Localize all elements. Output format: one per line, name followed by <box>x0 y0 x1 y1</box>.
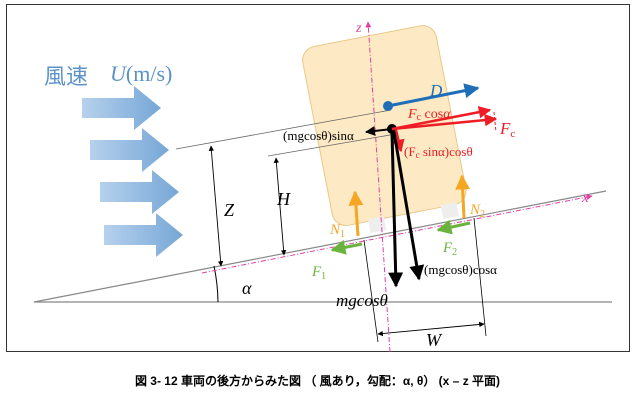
mg-cos-alpha-arrow <box>392 131 425 281</box>
wind-speed-kanji: 風速 <box>44 64 88 89</box>
z-axis-label: z <box>355 21 362 36</box>
h-height-ref-line <box>267 133 397 157</box>
slope-line <box>33 190 607 303</box>
vehicle-body <box>302 25 467 226</box>
figure-caption: 図 3- 12 車両の後方からみた図 （ 風あり，勾配：α, θ） (x – z… <box>134 374 501 388</box>
friction-force-f2-arrow <box>436 219 471 235</box>
friction-force-f1-arrow <box>330 239 363 255</box>
fc-sin-alpha-cos-theta-label: (Fc sinα)cosθ <box>404 144 473 160</box>
x-axis-label: x <box>581 190 589 206</box>
wind-arrows <box>82 86 183 257</box>
normal-force-n2-arrow <box>455 174 471 219</box>
w-dimension <box>377 321 485 337</box>
friction-force-f1-label: F1 <box>311 264 326 282</box>
mg-cos-theta-arrow <box>388 131 404 288</box>
w-ext-left <box>363 239 379 343</box>
tire-right <box>440 202 459 220</box>
z-dimension-label: Z <box>224 200 235 220</box>
fc-main-arrow <box>391 113 498 131</box>
mg-cos-alpha-label: (mgcosθ)cosα <box>424 262 497 277</box>
normal-force-n2-label: N2 <box>469 202 485 220</box>
vehicle-force-diagram: 風速 U(m/s) z x Z H W α D Fc cosα Fc ( <box>6 4 630 352</box>
normal-force-n1-arrow <box>348 190 364 237</box>
x-axis <box>201 194 593 274</box>
fc-sin-arrow <box>392 129 405 153</box>
fc-cos-alpha-label: Fc cosα <box>407 107 451 123</box>
vehicle <box>302 25 467 234</box>
drag-force-label: D <box>429 81 443 100</box>
h-dimension <box>273 157 287 256</box>
z-height-ref-line <box>175 109 392 150</box>
w-ext-right <box>473 217 487 337</box>
wind-arrow-1 <box>82 86 161 130</box>
alpha-label: α <box>242 278 252 298</box>
friction-force-f2-label: F2 <box>442 240 457 258</box>
wind-speed-symbol: U(m/s) <box>110 61 172 86</box>
w-dimension-label: W <box>426 330 443 350</box>
wind-arrow-4 <box>104 213 183 257</box>
wind-arrow-2 <box>90 128 169 172</box>
fc-cos-arrow <box>391 106 492 131</box>
h-dimension-label: H <box>276 189 291 209</box>
fc-main-label: Fc <box>499 119 515 140</box>
mg-sin-alpha-label: (mgcosθ)sinα <box>283 128 354 143</box>
z-dimension <box>208 145 224 267</box>
drag-force-arrow <box>387 83 480 108</box>
tire-left <box>367 216 387 234</box>
normal-force-n1-label: N1 <box>329 222 345 240</box>
mg-sin-alpha-arrow <box>365 126 393 136</box>
wind-arrow-3 <box>100 170 179 214</box>
mg-cos-theta-label: mgcosθ <box>336 291 388 310</box>
fc-dashed-vertical <box>493 111 497 133</box>
